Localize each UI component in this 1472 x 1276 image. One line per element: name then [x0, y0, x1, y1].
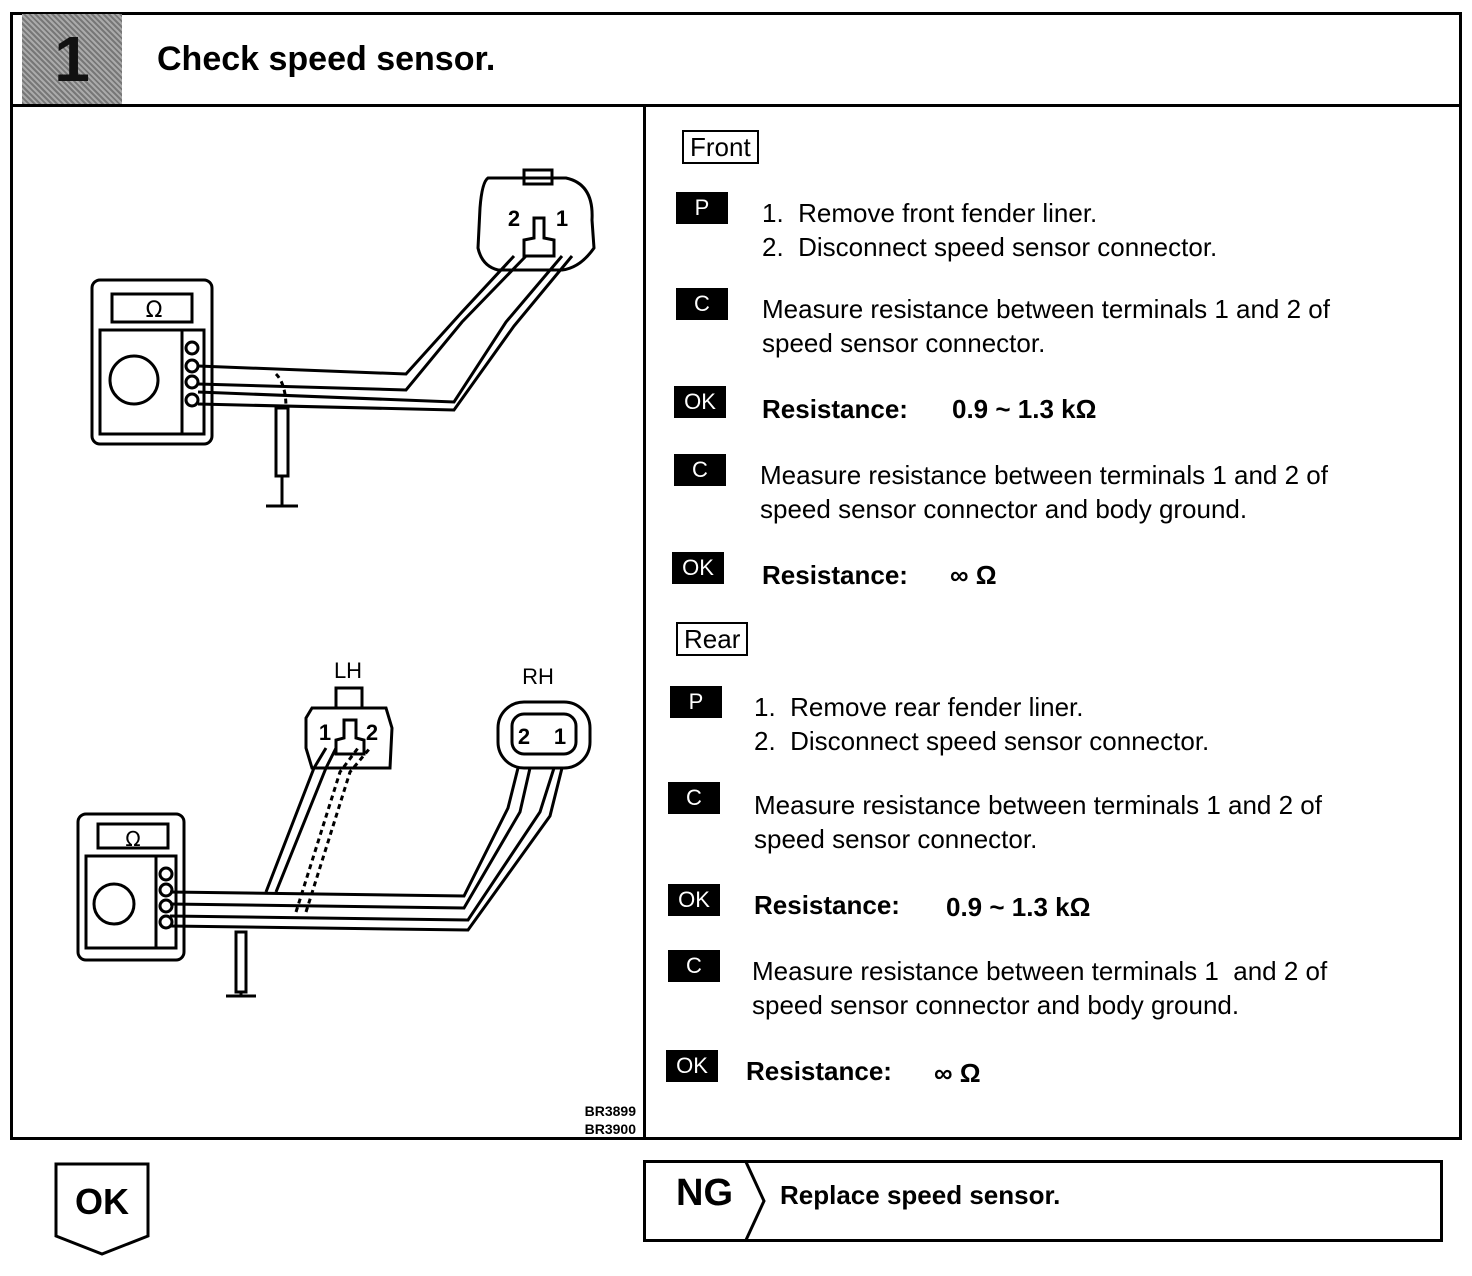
- figure-code-2: BR3900: [585, 1121, 637, 1137]
- page-title: Check speed sensor.: [157, 40, 496, 78]
- front-ok1-label: Resistance:: [762, 394, 908, 424]
- front-prep-step-2: 2. Disconnect speed sensor connector.: [762, 232, 1218, 262]
- rear-ok2-tag: OK: [666, 1050, 718, 1082]
- rear-check1-tag: C: [668, 782, 720, 814]
- ng-result-box: [643, 1160, 1443, 1242]
- front-ok2-tag: OK: [672, 552, 724, 584]
- ok-result-box: OK: [54, 1162, 150, 1256]
- front-check2-text: Measure resistance between terminals 1 a…: [760, 460, 1328, 524]
- rear-rh-label: RH: [522, 664, 554, 689]
- rear-lh-label: LH: [334, 658, 362, 683]
- rear-ok1-value: 0.9 ~ 1.3 kΩ: [946, 892, 1091, 922]
- front-ok2-label: Resistance:: [762, 560, 908, 590]
- rear-rh-pin-1: 1: [554, 724, 566, 749]
- rear-ok2-label: Resistance:: [746, 1056, 892, 1086]
- rear-prep-step-2: 2. Disconnect speed sensor connector.: [754, 726, 1210, 756]
- rear-ok2-value: ∞ Ω: [934, 1058, 981, 1088]
- rear-check2-text: Measure resistance between terminals 1 a…: [752, 956, 1328, 1020]
- front-pin-1: 1: [556, 206, 568, 231]
- front-check1-tag: C: [676, 288, 728, 320]
- ng-action-text: Replace speed sensor.: [780, 1180, 1061, 1210]
- front-check1-text: Measure resistance between terminals 1 a…: [762, 294, 1330, 358]
- ok-result-label: OK: [75, 1181, 129, 1222]
- ng-result-label: NG: [676, 1172, 733, 1214]
- rear-ohmmeter: [76, 812, 186, 962]
- front-ok1-value: 0.9 ~ 1.3 kΩ: [952, 394, 1097, 424]
- front-ohmmeter: [90, 278, 214, 446]
- rear-prep-step-1: 1. Remove rear fender liner.: [754, 692, 1084, 722]
- front-prep-step-1: 1. Remove front fender liner.: [762, 198, 1098, 228]
- rear-prep-tag: P: [670, 686, 722, 718]
- ng-divider-chevron: [744, 1162, 766, 1240]
- procedure-frame: [10, 12, 1462, 1140]
- front-section-label: Front: [682, 130, 759, 164]
- rear-check2-tag: C: [668, 950, 720, 982]
- rear-lh-pin-1: 1: [319, 720, 331, 745]
- front-ok2-value: ∞ Ω: [950, 560, 997, 590]
- header-divider: [10, 104, 1462, 107]
- rear-section-label: Rear: [676, 622, 749, 656]
- wiring-diagram: Ω Ω 2 1 LH 1 2 RH 2 1 BR3899 BR3900: [76, 168, 637, 1137]
- rear-ok1-label: Resistance:: [754, 890, 900, 920]
- rear-ok1-tag: OK: [668, 884, 720, 916]
- figure-code-1: BR3899: [585, 1103, 637, 1119]
- rear-rh-connector: [496, 700, 592, 770]
- rear-lh-connector: [304, 706, 394, 770]
- front-prep-tag: P: [676, 192, 728, 224]
- front-ok1-tag: OK: [674, 386, 726, 418]
- step-number: 1: [54, 23, 90, 95]
- step-number-box: 1: [22, 14, 122, 104]
- column-divider: [643, 104, 646, 1140]
- front-pin-2: 2: [508, 206, 520, 231]
- rear-meter-ohm-label: Ω: [125, 827, 140, 851]
- front-meter-ohm-label: Ω: [146, 298, 163, 323]
- rear-lh-pin-2: 2: [366, 720, 378, 745]
- front-check2-tag: C: [674, 454, 726, 486]
- rear-check1-text: Measure resistance between terminals 1 a…: [754, 790, 1322, 854]
- rear-rh-pin-2: 2: [518, 724, 530, 749]
